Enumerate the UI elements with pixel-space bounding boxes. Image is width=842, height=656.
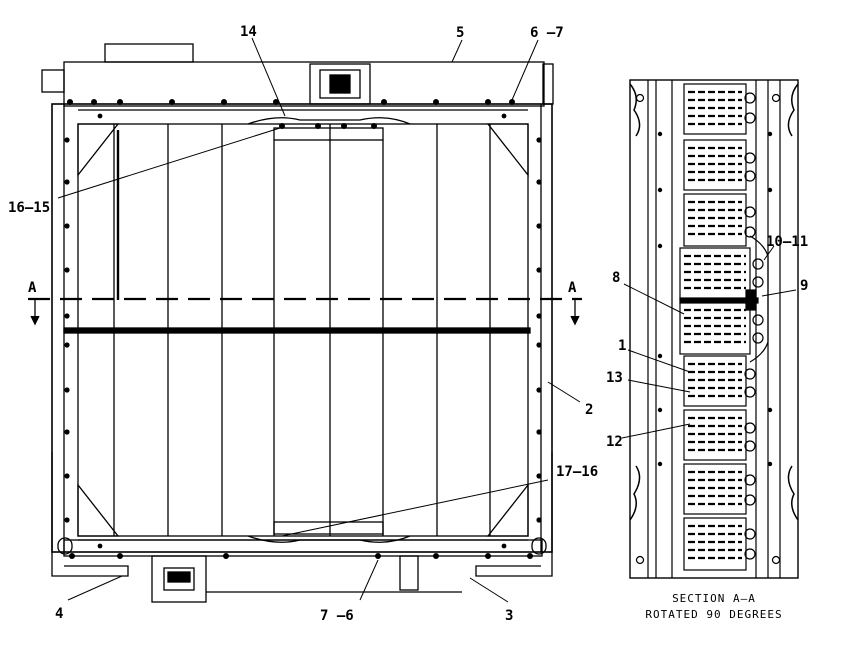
top-tank-inner xyxy=(41,69,65,93)
bottom-bracket xyxy=(399,555,419,591)
gusset-bottom-left xyxy=(77,483,120,537)
section-view xyxy=(629,79,799,579)
callout-3: 3 xyxy=(505,608,513,624)
section-frame xyxy=(629,79,799,579)
callouts: 14 5 6 –7 16–15 A A 2 17–16 4 7 –6 3 10–… xyxy=(8,24,808,624)
callout-4: 4 xyxy=(55,606,63,622)
gusset-top-right xyxy=(486,123,529,177)
bottom-outlet-inner xyxy=(163,567,195,591)
callout-a-left: A xyxy=(28,280,37,296)
bottom-outlet-cap xyxy=(167,571,191,583)
leader-lines-front xyxy=(57,37,581,603)
filler-neck-inner xyxy=(319,69,361,99)
filler-neck-cap xyxy=(329,74,351,94)
callout-9: 9 xyxy=(800,278,808,294)
mount-right xyxy=(531,537,547,555)
core-fins xyxy=(684,90,746,560)
front-view xyxy=(28,43,582,603)
callout-16-15: 16–15 xyxy=(8,200,50,216)
callout-10-11: 10–11 xyxy=(766,234,808,250)
baffle-top xyxy=(247,117,411,125)
bottom-rail xyxy=(63,539,543,557)
section-arrow-left xyxy=(30,299,40,326)
callout-5: 5 xyxy=(456,25,464,41)
callout-6-7: 6 –7 xyxy=(530,25,564,41)
baffle-plate-bottom xyxy=(273,521,384,535)
callout-1: 1 xyxy=(618,338,626,354)
section-bolts xyxy=(635,92,781,565)
frame-outer xyxy=(51,103,553,553)
top-tank-box xyxy=(104,43,194,63)
mount-left xyxy=(57,537,73,555)
callout-a-right: A xyxy=(568,280,577,296)
bottom-support-left xyxy=(51,452,129,577)
callout-13: 13 xyxy=(606,370,623,386)
section-bracket xyxy=(749,235,769,363)
callout-7-6: 7 –6 xyxy=(320,608,354,624)
callout-12: 12 xyxy=(606,434,623,450)
top-tank xyxy=(63,61,545,107)
section-caption-line1: SECTION A–A xyxy=(672,592,756,605)
callout-17-16: 17–16 xyxy=(556,464,598,480)
callout-14: 14 xyxy=(240,24,257,40)
gusset-bottom-right xyxy=(486,483,529,537)
section-arrow-right xyxy=(570,299,580,326)
section-caption-line2: ROTATED 90 DEGREES xyxy=(645,608,782,621)
baffle-plate-top xyxy=(273,127,384,141)
bottom-support-right xyxy=(475,452,553,577)
bottom-outlet xyxy=(151,555,207,603)
baffle-bottom xyxy=(247,535,411,543)
callout-8: 8 xyxy=(612,270,620,286)
callout-2: 2 xyxy=(585,402,593,418)
leader-lines-section xyxy=(621,245,797,439)
gusset-top-left xyxy=(77,123,120,177)
frame-bolts xyxy=(64,99,542,559)
mid-divider xyxy=(63,327,531,334)
